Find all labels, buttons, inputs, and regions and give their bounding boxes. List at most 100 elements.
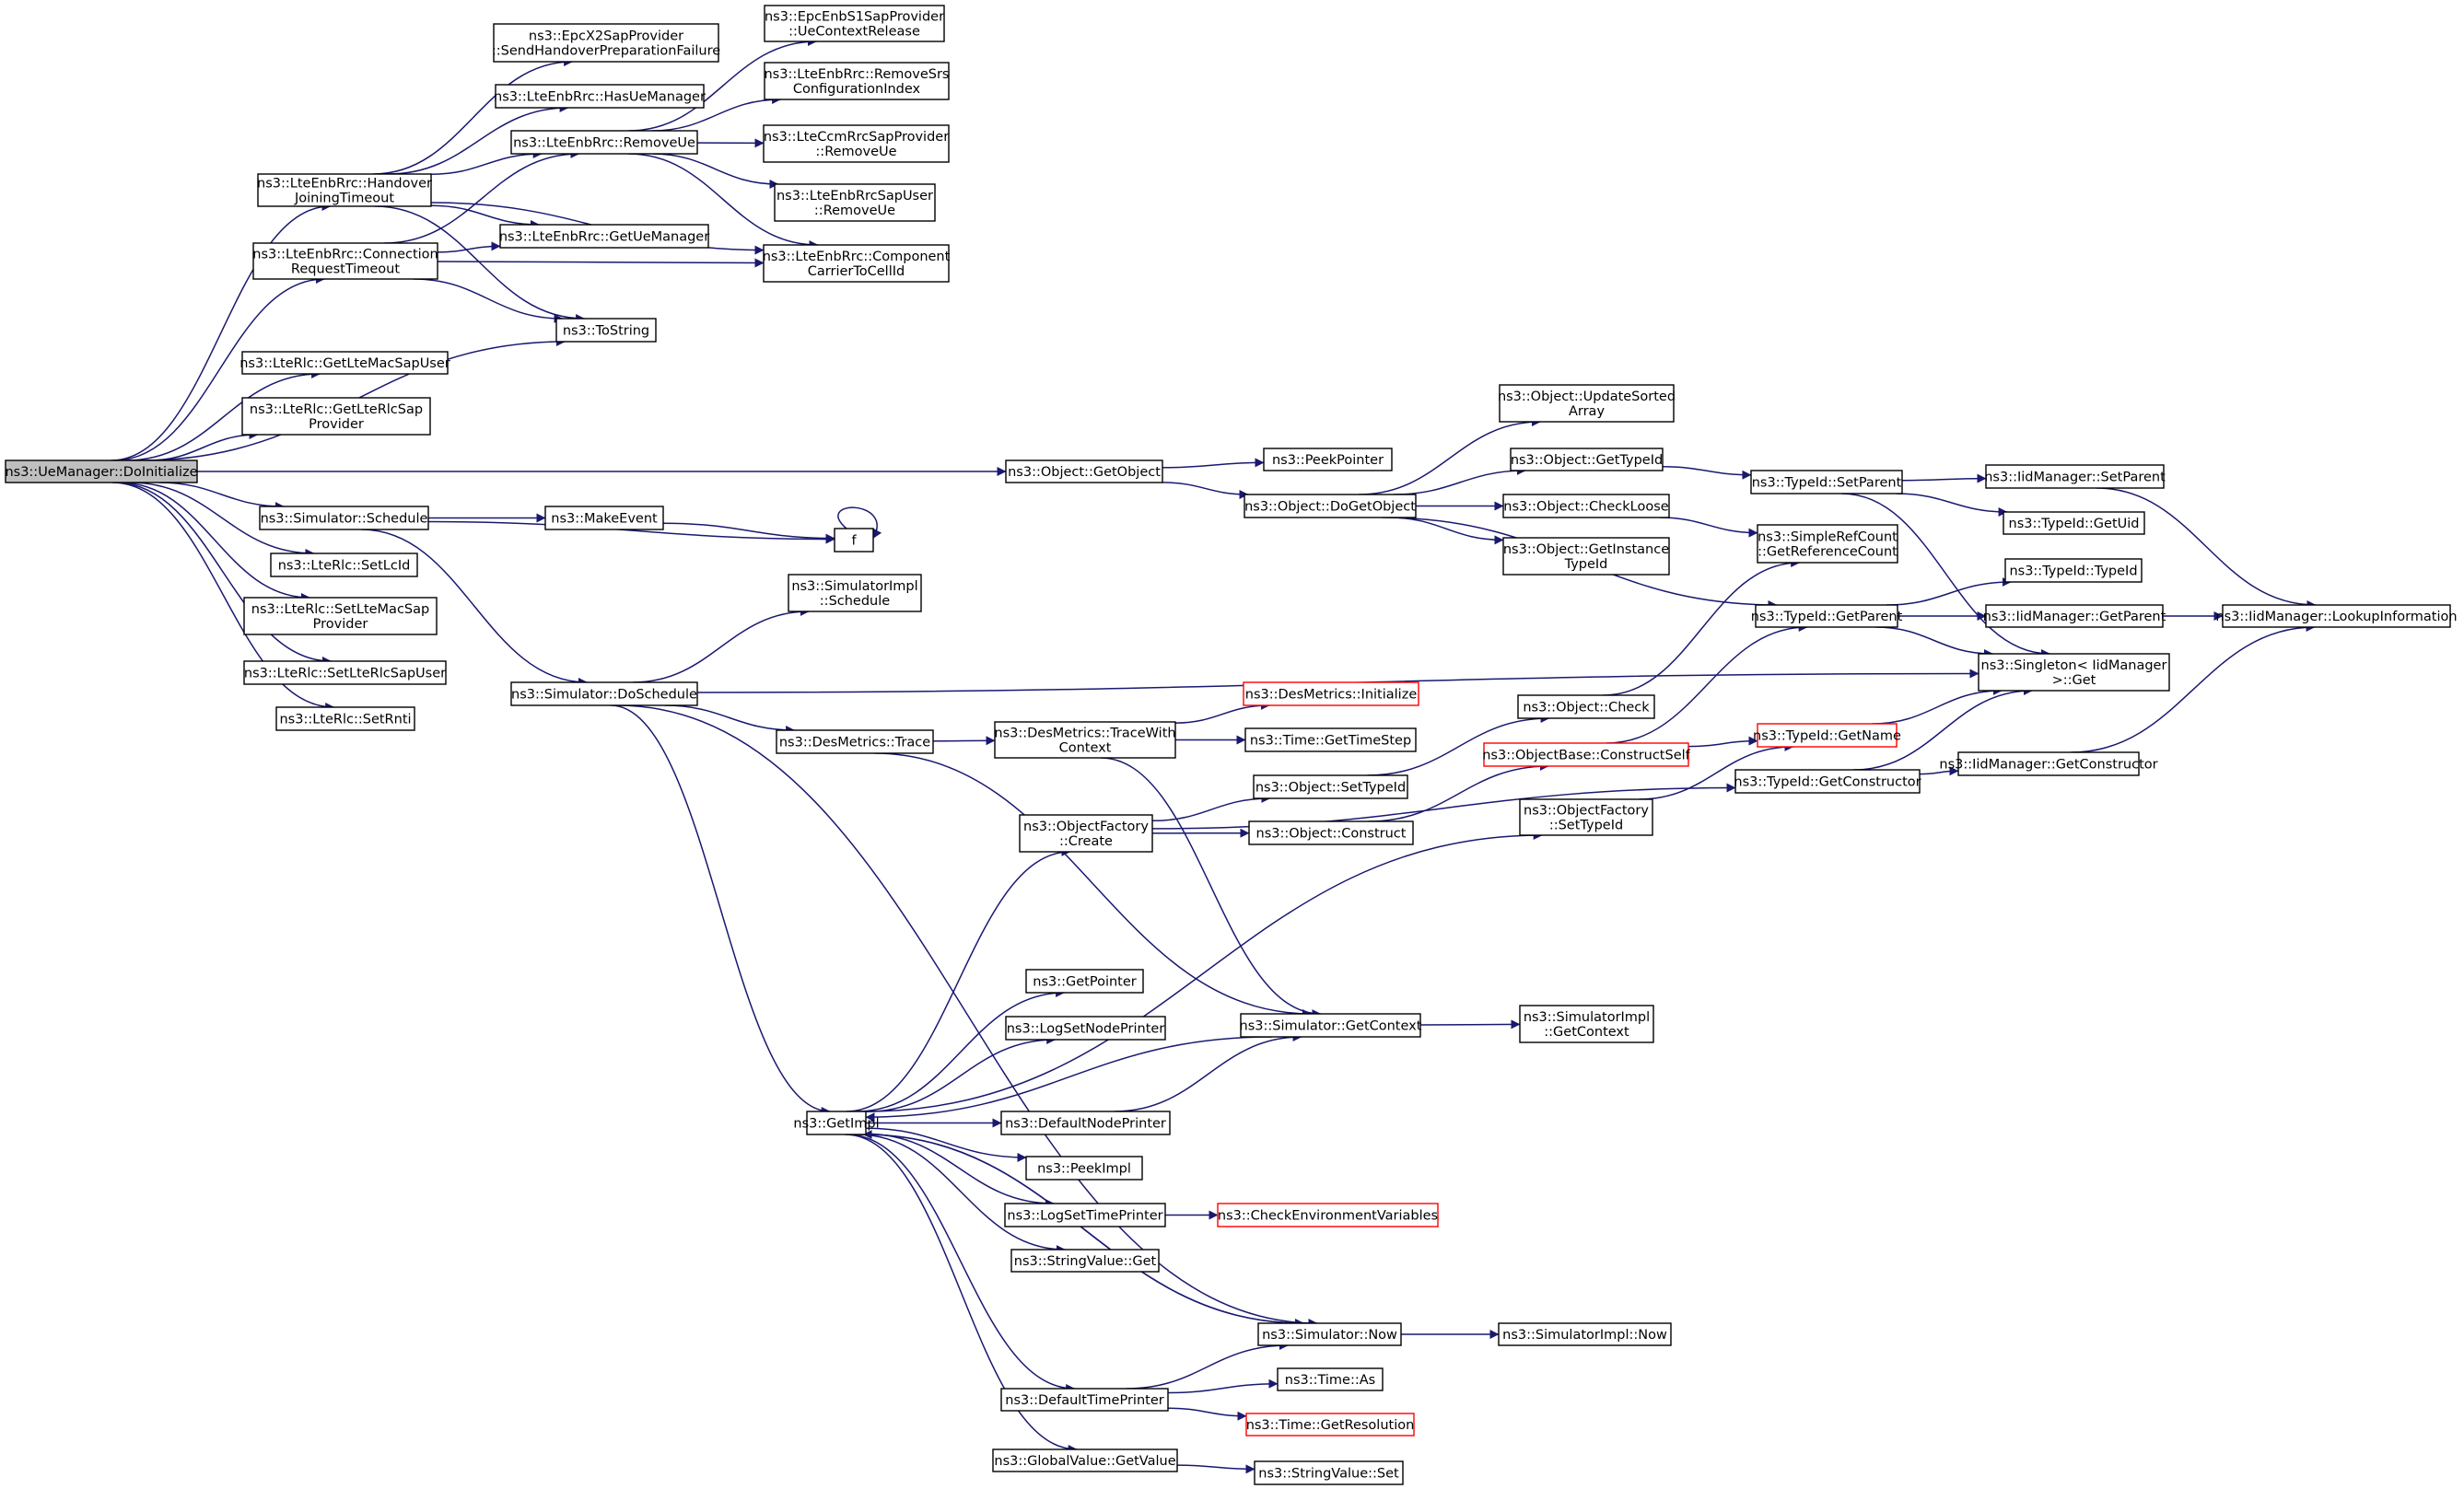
node-box[interactable] xyxy=(1755,604,1898,628)
node-box[interactable] xyxy=(1243,681,1419,706)
node-box[interactable] xyxy=(1257,1322,1402,1346)
node-box[interactable] xyxy=(992,1448,1178,1472)
node-dogetobject[interactable]: ns3::Object::DoGetObject xyxy=(1244,494,1417,518)
node-box[interactable] xyxy=(1019,814,1153,853)
node-getuid[interactable]: ns3::TypeId::GetUid xyxy=(2003,511,2145,535)
node-iidgetparent[interactable]: ns3::IidManager::GetParent xyxy=(1983,604,2166,628)
node-box[interactable] xyxy=(1985,604,2164,628)
node-box[interactable] xyxy=(1244,727,1417,752)
node-destrace[interactable]: ns3::DesMetrics::Trace xyxy=(776,729,934,754)
node-defaulttime[interactable]: ns3::DefaultTimePrinter xyxy=(1000,1388,1169,1412)
node-box[interactable] xyxy=(2222,604,2451,628)
node-box[interactable] xyxy=(252,242,438,280)
node-box[interactable] xyxy=(774,183,936,222)
node-root[interactable]: ns3::UeManager::DoInitialize xyxy=(5,459,198,483)
node-box[interactable] xyxy=(1502,494,1670,518)
node-box[interactable] xyxy=(1000,1388,1169,1412)
node-box[interactable] xyxy=(257,173,432,207)
node-setlcid[interactable]: ns3::LteRlc::SetLcId xyxy=(270,553,418,577)
node-box[interactable] xyxy=(495,84,705,109)
node-box[interactable] xyxy=(510,130,698,155)
node-box[interactable] xyxy=(544,506,664,530)
node-box[interactable] xyxy=(275,706,415,731)
node-getrefcount[interactable]: ns3::SimpleRefCount::GetReferenceCount xyxy=(1757,524,1898,564)
node-iidsetparent[interactable]: ns3::IidManager::SetParent xyxy=(1984,464,2166,489)
node-desinit[interactable]: ns3::DesMetrics::Initialize xyxy=(1243,681,1419,706)
node-hasue[interactable]: ns3::LteEnbRrc::HasUeManager xyxy=(494,84,706,109)
node-box[interactable] xyxy=(241,397,431,436)
node-implgetcontext[interactable]: ns3::SimulatorImpl::GetContext xyxy=(1519,1005,1654,1043)
node-setlterlc[interactable]: ns3::LteRlc::SetLteRlcSapUser xyxy=(243,660,447,685)
node-ccmremove[interactable]: ns3::LteCcmRrcSapProvider::RemoveUe xyxy=(763,124,950,163)
node-simnow[interactable]: ns3::Simulator::Now xyxy=(1257,1322,1402,1346)
node-implnow[interactable]: ns3::SimulatorImpl::Now xyxy=(1498,1322,1672,1346)
node-box[interactable] xyxy=(1248,820,1414,845)
node-objsettypeid[interactable]: ns3::Object::SetTypeId xyxy=(1253,774,1408,799)
node-box[interactable] xyxy=(1253,774,1408,799)
node-box[interactable] xyxy=(243,660,447,685)
node-box[interactable] xyxy=(241,351,449,375)
node-box[interactable] xyxy=(764,5,945,42)
node-box[interactable] xyxy=(1517,694,1655,719)
node-implschedule[interactable]: ns3::SimulatorImpl::Schedule xyxy=(788,574,922,612)
node-factorycreate[interactable]: ns3::ObjectFactory::Create xyxy=(1019,814,1153,853)
node-box[interactable] xyxy=(1025,1156,1143,1181)
node-box[interactable] xyxy=(1010,1249,1160,1273)
node-peekpointer[interactable]: ns3::PeekPointer xyxy=(1263,448,1393,471)
node-x2fail[interactable]: ns3::EpcX2SapProvider::SendHandoverPrepa… xyxy=(492,23,720,63)
node-box[interactable] xyxy=(1957,751,2140,776)
node-s1release[interactable]: ns3::EpcEnbS1SapProvider::UeContextRelea… xyxy=(764,5,945,42)
node-box[interactable] xyxy=(1519,1005,1654,1043)
node-doschedule[interactable]: ns3::Simulator::DoSchedule xyxy=(510,681,698,706)
node-factorysettypeid[interactable]: ns3::ObjectFactory::SetTypeId xyxy=(1519,798,1653,836)
node-typeidtypeid[interactable]: ns3::TypeId::TypeId xyxy=(2004,558,2143,583)
node-box[interactable] xyxy=(1245,1413,1415,1437)
node-box[interactable] xyxy=(806,1111,867,1135)
node-box[interactable] xyxy=(764,62,950,100)
node-box[interactable] xyxy=(1978,653,2170,692)
node-globalget[interactable]: ns3::GlobalValue::GetValue xyxy=(992,1448,1178,1472)
node-box[interactable] xyxy=(555,318,657,343)
node-box[interactable] xyxy=(1483,742,1689,767)
node-box[interactable] xyxy=(1254,1460,1404,1485)
node-logsetnode[interactable]: ns3::LogSetNodePrinter xyxy=(1005,1016,1166,1041)
node-setrnti[interactable]: ns3::LteRlc::SetRnti xyxy=(275,706,415,731)
node-box[interactable] xyxy=(763,244,950,283)
node-peekimpl[interactable]: ns3::PeekImpl xyxy=(1025,1156,1143,1181)
node-setparent[interactable]: ns3::TypeId::SetParent xyxy=(1750,470,1903,494)
node-box[interactable] xyxy=(1499,384,1675,423)
node-stringset[interactable]: ns3::StringValue::Set xyxy=(1254,1460,1404,1485)
node-logsettime[interactable]: ns3::LogSetTimePrinter xyxy=(1004,1203,1166,1227)
node-box[interactable] xyxy=(1217,1203,1439,1227)
node-box[interactable] xyxy=(1277,1367,1384,1391)
node-removesrs[interactable]: ns3::LteEnbRrc::RemoveSrsConfigurationIn… xyxy=(764,62,950,100)
node-box[interactable] xyxy=(510,681,698,706)
node-getpointer[interactable]: ns3::GetPointer xyxy=(1025,969,1144,994)
node-rrcsapremove[interactable]: ns3::LteEnbRrcSapUser::RemoveUe xyxy=(774,183,936,222)
node-box[interactable] xyxy=(1498,1322,1672,1346)
node-box[interactable] xyxy=(493,23,719,63)
node-getobject[interactable]: ns3::Object::GetObject xyxy=(1005,459,1163,483)
node-box[interactable] xyxy=(243,597,438,635)
node-box[interactable] xyxy=(1240,1013,1421,1038)
node-getparent[interactable]: ns3::TypeId::GetParent xyxy=(1751,604,1903,628)
node-box[interactable] xyxy=(2003,511,2145,535)
node-getresolution[interactable]: ns3::Time::GetResolution xyxy=(1245,1413,1415,1437)
node-box[interactable] xyxy=(763,124,950,163)
node-box[interactable] xyxy=(5,459,198,483)
node-box[interactable] xyxy=(776,729,934,754)
node-lookup[interactable]: ns3::IidManager::LookupInformation xyxy=(2215,604,2458,628)
node-box[interactable] xyxy=(1734,769,1921,794)
node-removeue[interactable]: ns3::LteEnbRrc::RemoveUe xyxy=(510,130,698,155)
node-objcheck[interactable]: ns3::Object::Check xyxy=(1517,694,1655,719)
node-iidgetconstructor[interactable]: ns3::IidManager::GetConstructor xyxy=(1939,751,2158,776)
node-box[interactable] xyxy=(834,528,874,553)
